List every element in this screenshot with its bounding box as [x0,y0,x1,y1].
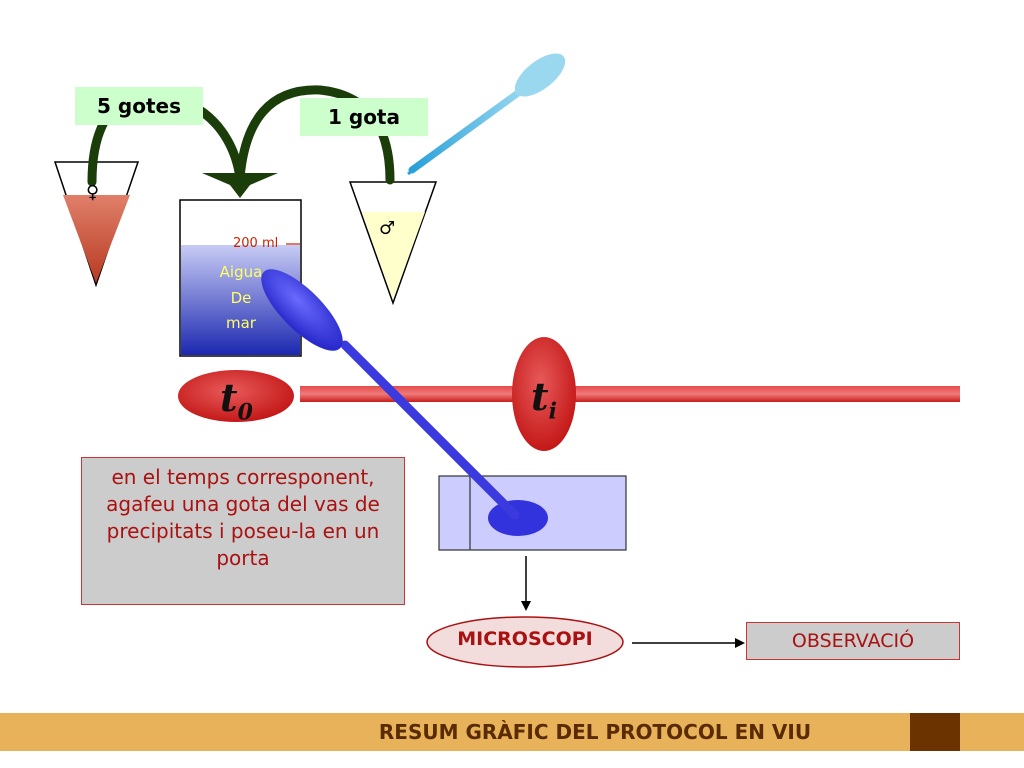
male-drops-label: 1 gota [300,98,428,136]
pour-arrowhead [202,173,278,198]
pipette-light [407,53,566,176]
water-label-line3: mar [226,314,256,332]
footer-square [910,713,960,751]
t0-marker [178,370,294,422]
microscope-label: MICROSCOPI [457,628,593,650]
male-tube [348,181,438,306]
microscope-slide [438,475,627,551]
water-label-line1: Aigua [219,263,263,281]
footer-title: RESUM GRÀFIC DEL PROTOCOL EN VIU [378,720,812,744]
footer-bar [0,713,1024,751]
pipette-dark [261,269,520,520]
volume-label: 200 ml [233,236,279,251]
ti-marker [512,337,576,451]
instruction-box: en el temps corresponent, agafeu una got… [81,457,405,605]
observation-box: OBSERVACIÓ [746,622,960,660]
timeline-bar [300,386,960,402]
female-drops-label: 5 gotes [75,87,203,125]
down-arrow [521,556,531,611]
right-arrow [632,638,745,648]
ti-label: ti [531,374,557,425]
t0-label: t0 [220,375,253,426]
microscope-oval [426,616,624,668]
female-icon: ♀ [86,182,100,203]
male-icon: ♂ [379,218,396,239]
water-label-line2: De [230,289,252,307]
